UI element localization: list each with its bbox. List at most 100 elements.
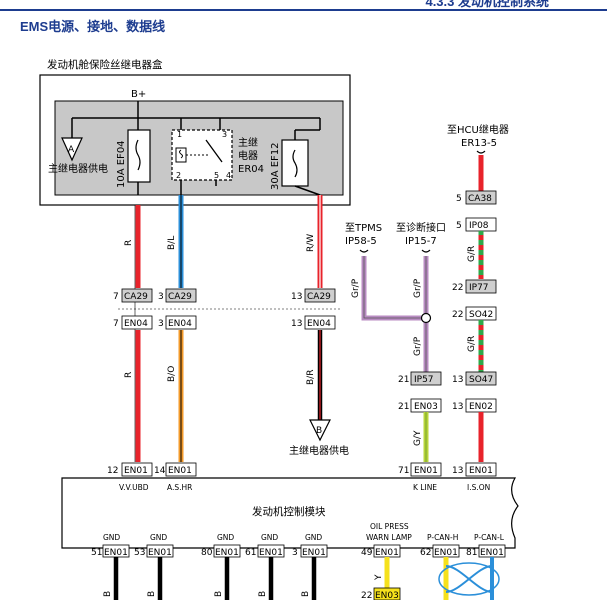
diag-color-bot: G/Y bbox=[413, 430, 423, 446]
svg-text:GND: GND bbox=[305, 533, 322, 542]
connector-row-en04 bbox=[118, 308, 340, 330]
header-rule bbox=[0, 0, 607, 11]
wire3-color-bot: B/R bbox=[306, 370, 316, 385]
svg-text:GND: GND bbox=[103, 533, 120, 542]
w1-pin-top: 7 bbox=[113, 292, 119, 302]
w3-con-bot: EN04 bbox=[307, 319, 331, 329]
svg-text:51: 51 bbox=[91, 548, 102, 558]
relay-box-title: 发动机舱保险丝继电器盒 bbox=[47, 58, 163, 71]
svg-text:P-CAN-H: P-CAN-H bbox=[427, 533, 458, 542]
ecu-pin-12-box bbox=[121, 462, 153, 477]
svg-text:WARN LAMP: WARN LAMP bbox=[366, 533, 412, 542]
connector-ip77 bbox=[465, 279, 497, 294]
bottom-pin-61: GND 61 EN01 B bbox=[245, 533, 285, 600]
ecu-sig-kline: K LINE bbox=[413, 483, 437, 492]
ecu-pin-71-box bbox=[410, 462, 442, 477]
svg-text:EN01: EN01 bbox=[480, 548, 504, 558]
svg-text:EN01: EN01 bbox=[259, 548, 283, 558]
so42-label: SO42 bbox=[469, 310, 493, 320]
relay-pin-4: 4 bbox=[226, 171, 231, 180]
hcu-ref: ER13-5 bbox=[461, 138, 497, 149]
svg-text:B: B bbox=[147, 591, 157, 597]
diag-ref: IP15-7 bbox=[405, 236, 437, 247]
svg-text:B: B bbox=[301, 591, 311, 597]
ecu-pin-12-con: EN01 bbox=[124, 466, 148, 476]
a-marker: A bbox=[68, 145, 75, 155]
svg-text:GND: GND bbox=[217, 533, 234, 542]
svg-text:61: 61 bbox=[245, 548, 256, 558]
ecu-pin-14-con: EN01 bbox=[168, 466, 192, 476]
diag-color-top: Gr/P bbox=[413, 278, 423, 298]
fuse-ef12-label: 30A EF12 bbox=[270, 142, 281, 190]
hcu-break bbox=[476, 150, 486, 154]
ip57-label: IP57 bbox=[414, 375, 434, 385]
diag-break bbox=[421, 249, 431, 253]
ecu-pin-14-box bbox=[165, 462, 197, 477]
chapter-title: 4.3.3 发动机控制系统 bbox=[425, 0, 549, 9]
ecu-sig-vvubd: V.V.UBD bbox=[119, 483, 149, 492]
w3-pin-top: 13 bbox=[291, 292, 302, 302]
ecu-pin-13: 13 bbox=[452, 466, 463, 476]
svg-text:B: B bbox=[214, 591, 224, 597]
svg-text:GND: GND bbox=[150, 533, 167, 542]
can-twist-loop bbox=[438, 562, 500, 596]
w2-con-bot: EN04 bbox=[168, 319, 192, 329]
wire1-color-top: R bbox=[124, 240, 134, 246]
en03-pin: 21 bbox=[398, 402, 409, 412]
ca38-label: CA38 bbox=[468, 194, 492, 204]
tpms-break bbox=[359, 249, 369, 253]
ecu-pin-13-con: EN01 bbox=[469, 466, 493, 476]
svg-text:49: 49 bbox=[361, 548, 373, 558]
b-label: 主继电器供电 bbox=[289, 444, 349, 457]
can-twist-symbol bbox=[445, 565, 493, 593]
svg-text:EN01: EN01 bbox=[215, 548, 239, 558]
bottom-pin-80: GND 80 EN01 B bbox=[201, 533, 241, 600]
w2-pin-top: 3 bbox=[158, 292, 164, 302]
svg-text:P-CAN-L: P-CAN-L bbox=[474, 533, 505, 542]
relay-pin-2: 2 bbox=[176, 171, 181, 180]
wire-hcu-gr-2 bbox=[478, 320, 484, 372]
bottom-pin-49: OIL PRESS WARN LAMP 49 EN01 Y 22 EN03 bbox=[361, 522, 412, 600]
ip08-label: IP08 bbox=[469, 221, 489, 231]
svg-text:GND: GND bbox=[261, 533, 278, 542]
relay-switch bbox=[205, 139, 223, 163]
section-title: EMS电源、接地、数据线 bbox=[20, 19, 166, 34]
so42-pin: 22 bbox=[452, 310, 463, 320]
ecu-sig-ashr: A.S.HR bbox=[167, 483, 192, 492]
hcu-color-a: G/R bbox=[467, 246, 477, 262]
tpms-label: 至TPMS bbox=[345, 222, 382, 234]
so47-label: SO47 bbox=[469, 375, 493, 385]
b-triangle bbox=[309, 419, 331, 442]
w1-con-top: CA29 bbox=[124, 292, 148, 302]
bottom-pin-51: GND 51 EN01 B bbox=[91, 533, 130, 600]
wire2-color-top: B/L bbox=[167, 236, 177, 250]
relay-label-2: 电器 bbox=[238, 149, 258, 162]
so47-pin: 13 bbox=[452, 375, 463, 385]
ecu-pin-13-box bbox=[465, 462, 497, 477]
ecu-title: 发动机控制模块 bbox=[252, 505, 326, 518]
bplus-label: B+ bbox=[131, 89, 146, 100]
ecu-sig-ison: I.S.ON bbox=[467, 483, 490, 492]
wire-hcu-gr-1 bbox=[478, 231, 484, 279]
w2-pin-bot: 3 bbox=[158, 319, 164, 329]
wire3-color-top: R/W bbox=[306, 234, 316, 252]
svg-text:EN01: EN01 bbox=[375, 548, 399, 558]
w1-pin-bot: 7 bbox=[113, 319, 119, 329]
en02-pin: 13 bbox=[452, 402, 463, 412]
ip77-label: IP77 bbox=[469, 283, 489, 293]
tpms-color: Gr/P bbox=[351, 278, 361, 298]
connector-row-ca29 bbox=[121, 288, 336, 303]
svg-text:22: 22 bbox=[361, 591, 372, 600]
relay-coil-wave bbox=[179, 149, 183, 159]
w3-pin-bot: 13 bbox=[291, 319, 302, 329]
ip08-pin: 5 bbox=[456, 221, 462, 231]
ecu-pin-12: 12 bbox=[107, 466, 118, 476]
diag-color-mid: Gr/P bbox=[413, 336, 423, 356]
fuse-ef12-symbol bbox=[292, 149, 298, 178]
en02-label: EN02 bbox=[469, 402, 493, 412]
connector-ip57 bbox=[410, 371, 442, 386]
svg-text:62: 62 bbox=[420, 548, 431, 558]
page-header: 4.3.3 发动机控制系统 EMS电源、接地、数据线 bbox=[0, 0, 607, 44]
svg-text:81: 81 bbox=[466, 548, 477, 558]
